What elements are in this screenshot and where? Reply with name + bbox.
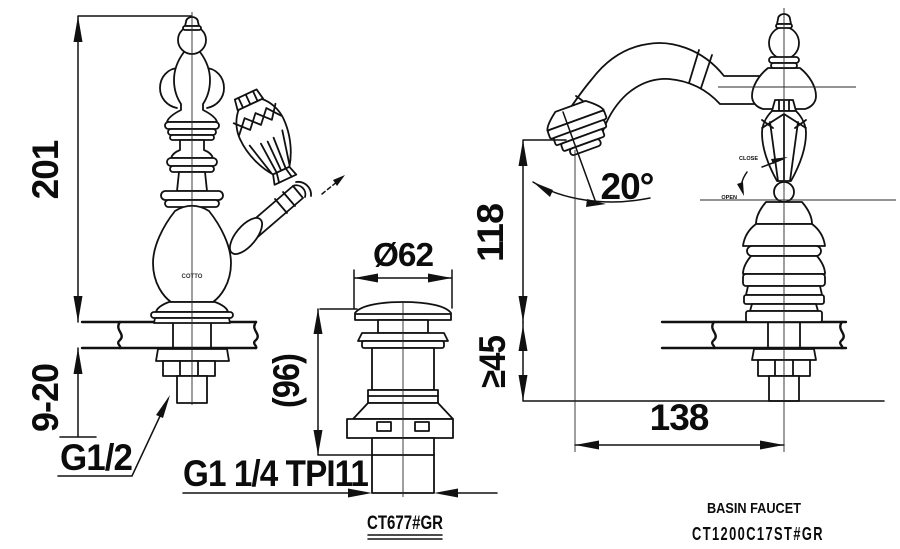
dim-o62-label: Ø62 [373,236,434,273]
dim-9-20: 9-20 [25,347,97,438]
dim-20deg: 20° [532,111,655,207]
dim-20deg-label: 20° [601,166,654,207]
side-view-faucet: CLOSE OPEN [546,13,848,402]
front-inlet-shank [155,348,230,404]
dim-118-label: 118 [470,204,511,262]
dim-138-label: 138 [650,397,709,438]
close-label: CLOSE [739,156,758,162]
product-model-code: CT1200C17ST#GR [692,524,824,544]
label-g12: G1/2 [57,395,170,478]
dim-96: (96) [266,308,373,456]
g114-label: G1 1/4 TPI11 [183,453,368,494]
front-handle-lever [229,180,312,255]
open-annotation: OPEN [721,171,748,201]
dim-138: 138 [574,397,785,450]
spout-outlet [546,99,608,157]
title-block: BASIN FAUCET CT1200C17ST#GR [692,500,824,544]
dim-118: 118 [470,139,567,323]
front-handle-knob [232,88,298,186]
product-name: BASIN FAUCET [707,500,801,517]
dim-45-label: ≥45 [472,336,513,388]
front-view-faucet: COTTO [80,16,345,404]
centerlines [191,8,896,497]
overflow-slot [414,421,430,432]
overflow-slot [376,421,392,432]
handle-direction-arrow [321,175,345,195]
drain-model-code: CT677#GR [367,513,443,534]
open-label: OPEN [721,195,737,201]
side-deck [660,320,848,350]
dim-45: ≥45 [472,321,885,402]
front-deck [80,320,259,350]
label-ct677: CT677#GR [367,513,443,540]
dim-201: 201 [25,15,193,323]
dim-9-20-label: 9-20 [25,364,66,432]
dim-o62: Ø62 [319,236,453,310]
dim-201-label: 201 [25,140,66,199]
dim-96-label: (96) [266,354,307,408]
g12-label: G1/2 [60,437,132,478]
label-g114: G1 1/4 TPI11 [182,453,498,498]
